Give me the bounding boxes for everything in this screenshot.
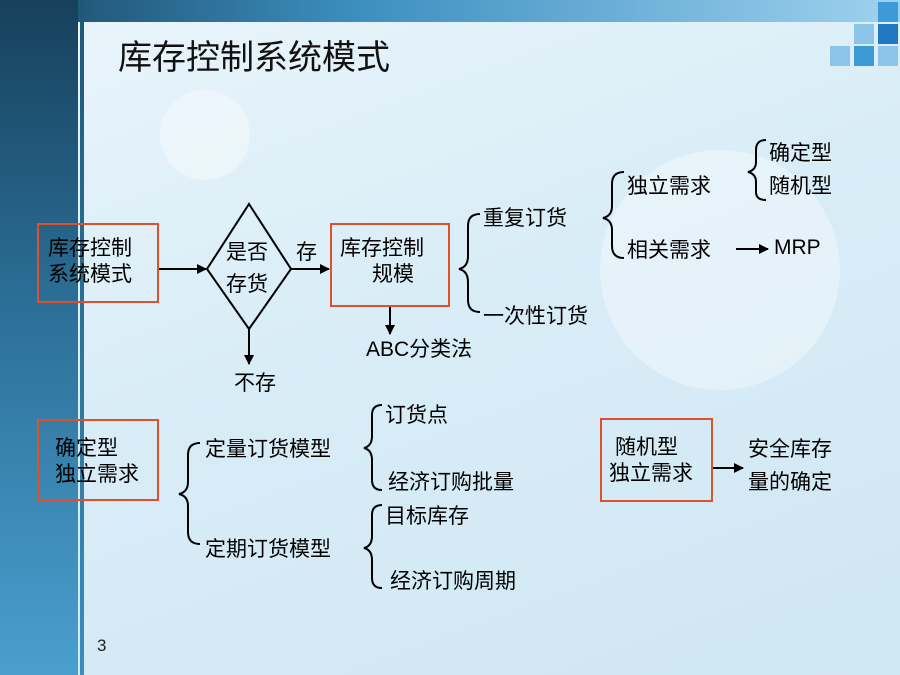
node-text: 规模 xyxy=(372,262,414,287)
decor-square xyxy=(830,46,850,66)
label-fixed-period-model: 定期订货模型 xyxy=(205,537,331,561)
label-no-store: 不存 xyxy=(234,371,276,395)
background-circle xyxy=(600,150,840,390)
decor-square xyxy=(878,46,898,66)
left-decor-bar xyxy=(0,0,78,675)
node-text: 独立需求 xyxy=(609,461,693,486)
node-text: 库存控制 xyxy=(48,236,132,260)
node-text: 系统模式 xyxy=(48,262,132,287)
brace-fixed-qty xyxy=(363,404,383,491)
label-abc: ABC分类法 xyxy=(366,338,473,361)
brace-order-models xyxy=(178,442,201,545)
decision-text: 是否 xyxy=(226,240,268,264)
brace-order-type xyxy=(458,213,481,313)
decor-square xyxy=(878,24,898,44)
decor-square xyxy=(854,46,874,66)
node-system-mode: 库存控制 系统模式 xyxy=(37,223,159,303)
node-deterministic-independent: 确定型 独立需求 xyxy=(37,419,159,501)
label-eoq: 经济订购批量 xyxy=(388,470,514,494)
label-one-time-order: 一次性订货 xyxy=(483,304,588,328)
label-independent-demand: 独立需求 xyxy=(627,174,711,198)
node-text: 独立需求 xyxy=(55,462,139,487)
label-fixed-qty-model: 定量订货模型 xyxy=(205,437,331,461)
node-text: 确定型 xyxy=(55,436,118,460)
decision-text: 存货 xyxy=(226,272,268,296)
label-mrp: MRP xyxy=(774,236,821,259)
node-text: 随机型 xyxy=(615,435,678,459)
background-circle xyxy=(160,90,250,180)
label-safety-stock: 量的确定 xyxy=(748,470,832,494)
page-number: 3 xyxy=(97,636,107,655)
label-safety-stock: 安全库存 xyxy=(748,437,832,461)
decor-square xyxy=(854,24,874,44)
label-random: 随机型 xyxy=(769,174,832,198)
brace-fixed-period xyxy=(363,504,383,589)
label-reorder-point: 订货点 xyxy=(385,403,448,427)
label-store: 存 xyxy=(296,240,317,264)
slide-title: 库存控制系统模式 xyxy=(118,38,390,78)
node-inventory-scale: 库存控制 规模 xyxy=(330,223,450,307)
brace-model-type xyxy=(747,139,767,201)
node-random-independent: 随机型 独立需求 xyxy=(600,418,713,502)
label-target-stock: 目标库存 xyxy=(385,504,469,528)
left-decor-stripe xyxy=(80,0,84,675)
label-related-demand: 相关需求 xyxy=(627,238,711,262)
label-eop: 经济订购周期 xyxy=(390,569,516,593)
top-decor-bar xyxy=(0,0,900,22)
brace-demand-type xyxy=(602,171,625,259)
decor-square xyxy=(878,2,898,22)
decision-diamond xyxy=(205,202,293,331)
node-text: 库存控制 xyxy=(340,236,424,260)
label-repeat-order: 重复订货 xyxy=(483,206,567,230)
label-deterministic: 确定型 xyxy=(769,141,832,165)
